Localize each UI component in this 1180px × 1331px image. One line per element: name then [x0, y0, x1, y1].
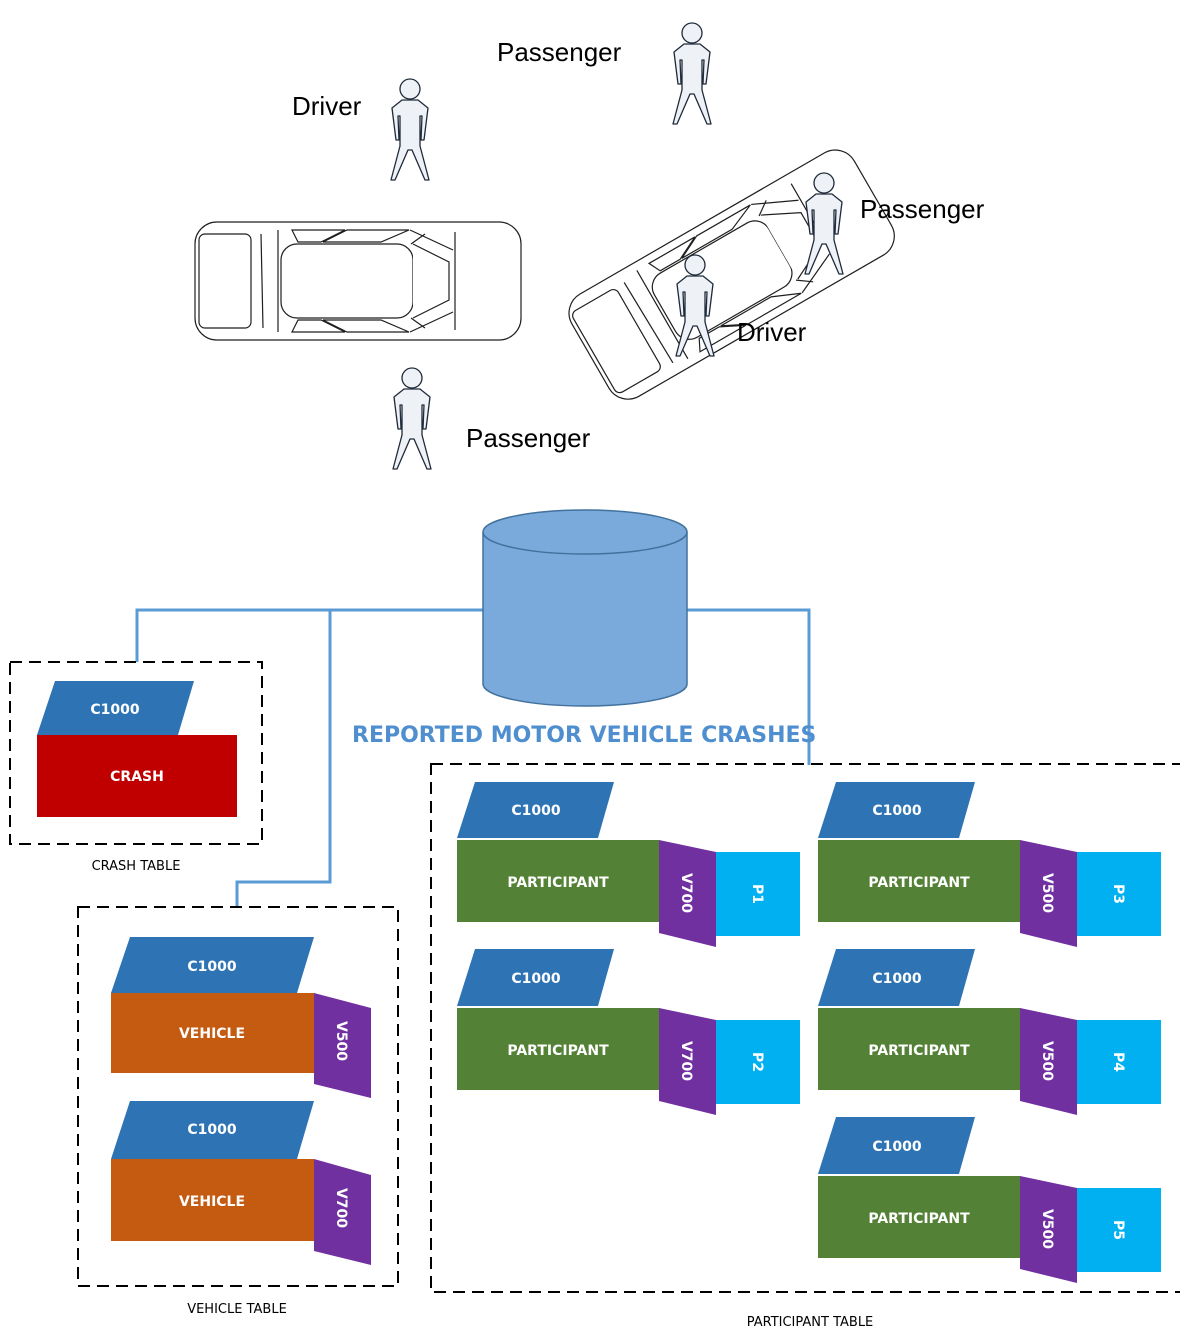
- participant-record-p3: C1000 PARTICIPANT V500 P3: [818, 782, 1161, 947]
- participant-id-tag: [1077, 1020, 1161, 1104]
- database-cylinder: [482, 509, 688, 707]
- vehicle-id-tag: [659, 840, 716, 947]
- vehicle-2-type: VEHICLE: [179, 1194, 245, 1210]
- p1-vehicle-id: V700: [678, 873, 694, 913]
- vehicle-table: C1000 VEHICLE V500 C1000 VEHICLE V700 VE…: [77, 906, 399, 1317]
- p3-participant-id: P3: [1110, 884, 1126, 904]
- participant-box: [457, 1008, 659, 1090]
- p4-vehicle-id: V500: [1039, 1041, 1055, 1081]
- crash-table-border: [9, 661, 263, 845]
- vehicle-id-tag: [1020, 840, 1077, 947]
- crash-table-caption: CRASH TABLE: [92, 859, 181, 874]
- person-label-driver-2: Driver: [737, 317, 807, 347]
- p4-crash-id: C1000: [872, 971, 921, 987]
- vehicle-table-border: [77, 906, 399, 1287]
- p5-crash-id: C1000: [872, 1139, 921, 1155]
- p5-vehicle-id: V500: [1039, 1209, 1055, 1249]
- vehicle-id-tag: [659, 1008, 716, 1115]
- crash-id-tag: [457, 782, 614, 838]
- vehicle-table-caption: VEHICLE TABLE: [187, 1302, 287, 1317]
- crash-id-tag: [818, 949, 975, 1006]
- person-label-passenger-2: Passenger: [860, 194, 985, 224]
- p3-crash-id: C1000: [872, 803, 921, 819]
- person-label-driver-1: Driver: [292, 91, 362, 121]
- vehicle-record-2: C1000 VEHICLE V700: [111, 1101, 371, 1265]
- p1-crash-id: C1000: [511, 803, 560, 819]
- connector-crash-table: [135, 608, 484, 662]
- p2-vehicle-id: V700: [678, 1041, 694, 1081]
- participant-table: C1000 PARTICIPANT V700 P1 C1000 PARTICIP…: [430, 763, 1180, 1330]
- crash-id-tag: [111, 1101, 314, 1159]
- car-left: [194, 221, 522, 341]
- participant-record-p5: C1000 PARTICIPANT V500 P5: [818, 1117, 1161, 1283]
- crash-id-tag: [457, 949, 614, 1006]
- participant-box: [818, 1008, 1020, 1090]
- vehicle-2-id: V700: [333, 1188, 349, 1228]
- vehicle-record-1: C1000 VEHICLE V500: [111, 937, 371, 1098]
- passenger-figure-3: [392, 367, 432, 470]
- participant-box: [818, 1176, 1020, 1258]
- p4-participant-id: P4: [1110, 1052, 1126, 1072]
- vehicle-1-type: VEHICLE: [179, 1026, 245, 1042]
- person-label-passenger-1: Passenger: [497, 37, 622, 67]
- p1-participant-id: P1: [749, 884, 765, 904]
- participant-id-tag: [716, 852, 800, 936]
- p2-participant-id: P2: [749, 1052, 765, 1072]
- crash-table: C1000 CRASH CRASH TABLE: [9, 661, 263, 874]
- crash-type-label: CRASH: [110, 769, 164, 785]
- vehicle-id-tag: [314, 993, 371, 1098]
- connector-vehicle-table: [235, 610, 332, 907]
- p2-crash-id: C1000: [511, 971, 560, 987]
- participant-record-p1: C1000 PARTICIPANT V700 P1: [457, 782, 800, 947]
- vehicle-2-crash-id: C1000: [187, 1122, 236, 1138]
- p3-type: PARTICIPANT: [868, 875, 970, 891]
- database-connectors: [135, 608, 811, 907]
- driver-figure-1: [390, 78, 430, 181]
- participant-box: [457, 840, 659, 922]
- vehicle-box: [111, 993, 314, 1073]
- crash-id-tag: [818, 1117, 975, 1174]
- vehicle-id-tag: [1020, 1008, 1077, 1115]
- crash-id-tag: [111, 937, 314, 993]
- participant-record-p2: C1000 PARTICIPANT V700 P2: [457, 949, 800, 1115]
- crash-id-tag: [818, 782, 975, 838]
- person-label-passenger-3: Passenger: [466, 423, 591, 453]
- crash-box: [37, 735, 237, 817]
- participant-table-border: [430, 763, 1180, 1293]
- crash-scene: Driver Passenger Passenger Driver Passen…: [194, 22, 985, 470]
- vehicle-1-id: V500: [333, 1021, 349, 1061]
- p5-participant-id: P5: [1110, 1220, 1126, 1240]
- car-right: [560, 141, 903, 408]
- p2-type: PARTICIPANT: [507, 1043, 609, 1059]
- participant-box: [818, 840, 1020, 922]
- p1-type: PARTICIPANT: [507, 875, 609, 891]
- p5-type: PARTICIPANT: [868, 1211, 970, 1227]
- crash-id-tag: [37, 681, 194, 735]
- passenger-figure-1: [672, 22, 712, 125]
- vehicle-1-crash-id: C1000: [187, 959, 236, 975]
- participant-record-p4: C1000 PARTICIPANT V500 P4: [818, 949, 1161, 1115]
- vehicle-id-tag: [314, 1159, 371, 1265]
- crash-id-label: C1000: [90, 702, 139, 718]
- p3-vehicle-id: V500: [1039, 873, 1055, 913]
- participant-id-tag: [1077, 852, 1161, 936]
- connector-participant-table: [687, 608, 811, 765]
- vehicle-id-tag: [1020, 1176, 1077, 1283]
- participant-table-caption: PARTICIPANT TABLE: [747, 1315, 874, 1330]
- participant-id-tag: [1077, 1188, 1161, 1272]
- database-title: REPORTED MOTOR VEHICLE CRASHES: [352, 723, 816, 748]
- p4-type: PARTICIPANT: [868, 1043, 970, 1059]
- participant-id-tag: [716, 1020, 800, 1104]
- vehicle-box: [111, 1159, 314, 1241]
